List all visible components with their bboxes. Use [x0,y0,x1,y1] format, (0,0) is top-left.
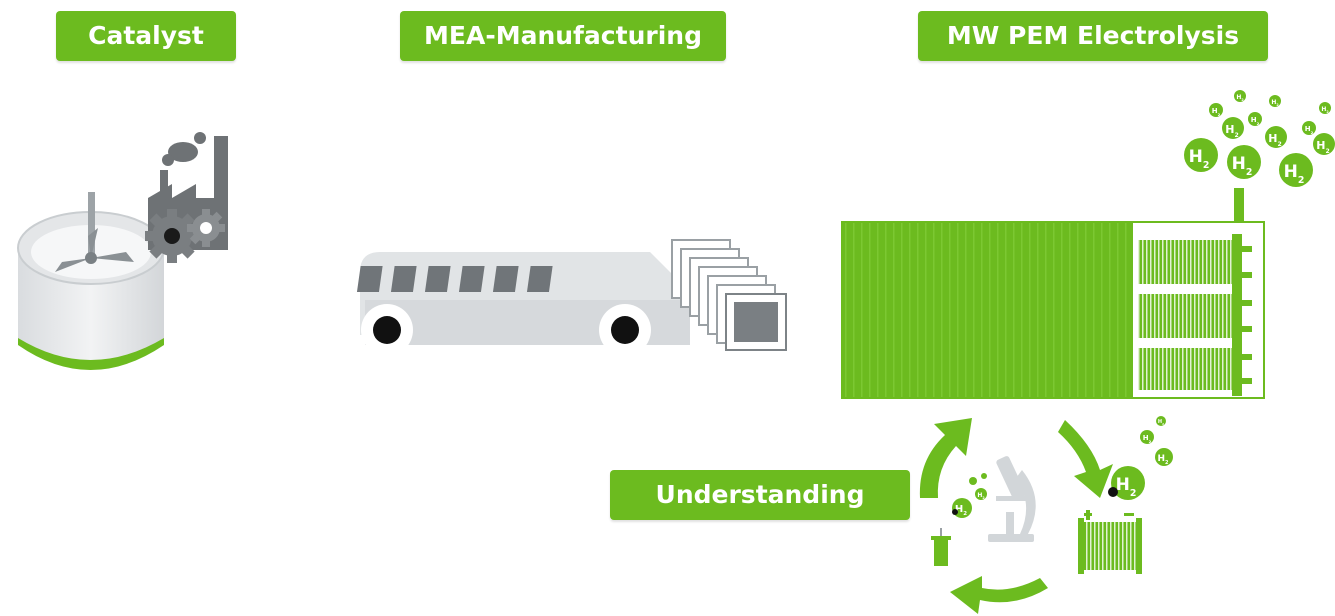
hydrogen-bubble-icon: H2 [1155,448,1173,466]
hydrogen-bubble-icon [969,477,977,485]
svg-text:H2: H2 [1305,125,1314,135]
svg-text:H2: H2 [1212,107,1221,117]
hydrogen-bubble-icon: H2 [1248,112,1262,126]
mw-pem-electrolysis-label: MW PEM Electrolysis [918,11,1268,61]
svg-text:H2: H2 [1157,454,1169,466]
hydrogen-bubble-icon: H2 [1319,102,1331,114]
hydrogen-bubble-icon: H2 [1313,133,1335,155]
stack-unit-1 [1138,234,1252,290]
electron-dot [1108,487,1118,497]
battery-small-icon [931,528,951,566]
hydrogen-bubble-icon: H2 [1222,117,1244,139]
hydrogen-bubbles-cycle: H2 H2 H2 H2 H2 H2 [952,416,1173,518]
hydrogen-bubble-icon: H2 [1269,95,1281,107]
mea-stack-icon [671,239,787,351]
electron-dot [952,509,958,515]
svg-text:H2: H2 [1251,116,1260,126]
hydrogen-bubble-icon: H2 [1156,416,1166,426]
hydrogen-bubble-icon: H2 [975,488,987,500]
svg-text:H2: H2 [1321,106,1328,114]
hydrogen-bubble-icon: H2 [1209,103,1223,117]
hydrogen-bubbles-top: H2 H2 H2 H2 H2 H2 H2 H2 H2 H2 H2 H2 [1184,90,1335,187]
svg-text:H2: H2 [1271,99,1278,107]
hydrogen-bubble-icon: H2 [1184,138,1218,172]
factory-gears-icon [145,132,228,263]
hydrogen-bubble-icon: H2 [1111,466,1145,500]
svg-text:H2: H2 [1143,434,1152,444]
svg-text:H2: H2 [1236,94,1243,102]
hydrogen-bubble-icon: H2 [1302,121,1316,135]
svg-text:H2: H2 [977,492,984,500]
catalyst-label: Catalyst [56,11,236,61]
hydrogen-bubble-icon: H2 [1265,126,1287,148]
hydrogen-bubble-icon [981,473,987,479]
hydrogen-bubble-icon: H2 [1140,430,1154,444]
reactor-tank-icon [17,192,165,370]
mea-manufacturing-label: MEA-Manufacturing [400,11,726,61]
stack-unit-2 [1138,288,1252,344]
battery-icon [1078,510,1142,574]
understanding-label: Understanding [610,470,910,520]
microscope-icon [988,456,1036,542]
hydrogen-bubble-icon: H2 [1279,153,1313,187]
conveyor-belt-icon [356,252,690,356]
stack-unit-3 [1138,342,1252,396]
cycle-arrow-icon [919,418,1113,614]
svg-text:H2: H2 [1158,419,1164,426]
hydrogen-bubble-icon: H2 [1234,90,1246,102]
hydrogen-bubble-icon: H2 [1227,145,1261,179]
electrolyser-container-icon [841,188,1265,399]
